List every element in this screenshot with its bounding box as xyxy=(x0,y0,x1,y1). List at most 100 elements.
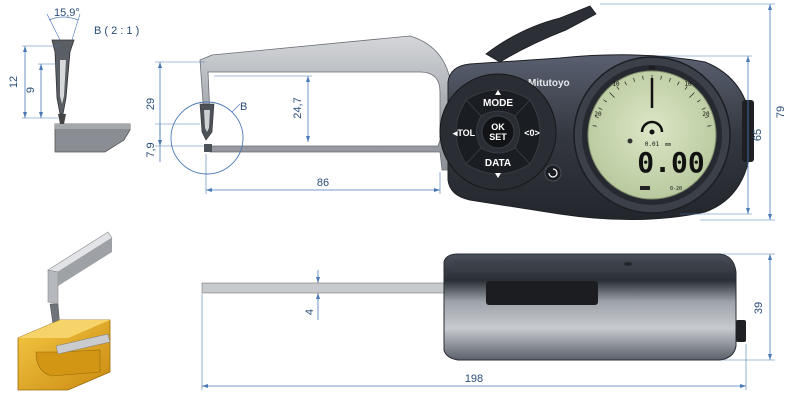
arrow-39-bottom xyxy=(768,354,772,360)
down-arrow-icon xyxy=(495,173,501,178)
dial-tick xyxy=(697,99,701,103)
dim-7-9-label: 7,9 xyxy=(145,142,157,157)
arrow-86-right xyxy=(434,188,440,192)
arrow-12-top xyxy=(23,46,27,52)
arrow-24-7-bottom xyxy=(306,136,310,142)
arrow-12-bottom xyxy=(23,112,27,118)
usage-illustration xyxy=(17,231,113,391)
dial-tick xyxy=(642,75,644,80)
dial-tick xyxy=(707,125,712,127)
angle-arc xyxy=(48,16,79,21)
angle-line-left xyxy=(46,13,61,41)
front-view: Mitutoyo MODE ◂TOL <0> DATA OK SET 00 10… xyxy=(145,3,787,221)
data-button[interactable] xyxy=(465,147,531,175)
dial-tick xyxy=(660,75,662,80)
dial-tick xyxy=(684,86,688,90)
arrow-198-right xyxy=(740,384,746,388)
scale-right-label: 10 xyxy=(684,81,692,88)
battery-icon xyxy=(640,186,650,190)
zero-button-label: <0> xyxy=(524,128,540,138)
dial-tick xyxy=(633,77,636,82)
reset-icon xyxy=(548,168,558,178)
arrow-65-top xyxy=(746,56,750,62)
scale-right2-label: 20 xyxy=(702,111,710,118)
side-arm xyxy=(201,282,463,294)
dial-tick xyxy=(603,99,607,103)
arrow-24-7-top xyxy=(306,76,310,82)
dim-9-label: 9 xyxy=(25,87,37,93)
detail-base-top xyxy=(55,124,130,129)
side-knob-profile xyxy=(736,320,746,342)
dim-4-label: 4 xyxy=(304,309,316,315)
dim-12-label: 12 xyxy=(8,76,20,88)
scale-left-label: 10 xyxy=(612,81,620,88)
lcd-reading: 0.00 xyxy=(637,146,704,179)
arrow-65-bottom xyxy=(746,208,750,214)
dim-39-label: 39 xyxy=(753,302,765,314)
detail-circle-label: B xyxy=(240,101,247,113)
arrow-39-top xyxy=(768,254,772,260)
up-arrow-icon xyxy=(495,90,501,95)
resolution-label: 0.01 xyxy=(645,141,660,148)
arrow-86-left xyxy=(206,188,212,192)
angle-label: 15,9° xyxy=(54,7,80,19)
dial-tick xyxy=(677,81,680,86)
scale-left2-label: 20 xyxy=(594,111,602,118)
angle-line-right xyxy=(71,13,81,41)
illus-groove xyxy=(35,349,101,377)
dial-tick xyxy=(624,81,627,86)
arrow-79-top xyxy=(768,4,772,10)
dim-24-7-label: 24,7 xyxy=(292,97,304,118)
reset-button[interactable] xyxy=(544,164,562,182)
tol-button-label: ◂TOL xyxy=(452,128,476,138)
dial-tick xyxy=(594,116,599,119)
side-lever xyxy=(486,281,598,305)
data-button-label: DATA xyxy=(485,158,511,169)
dim-198-label: 198 xyxy=(465,373,483,385)
dim-86-label: 86 xyxy=(317,177,329,189)
dial-tick xyxy=(689,92,695,98)
arrow-4-bottom xyxy=(316,293,320,299)
dial-tick xyxy=(609,92,615,98)
dim-65-label: 65 xyxy=(752,129,764,141)
tolerance-arc-icon xyxy=(640,120,664,133)
arrow-29-top xyxy=(158,62,162,68)
detail-jaw-highlight xyxy=(60,60,66,104)
ok-label: OK xyxy=(491,122,505,132)
arrow-79-bottom xyxy=(768,214,772,220)
release-lever xyxy=(485,5,597,63)
pointer-hub xyxy=(649,129,655,135)
dim-79-label: 79 xyxy=(775,106,787,118)
dial-tick xyxy=(598,107,603,110)
ok-set-button[interactable] xyxy=(481,115,515,149)
lower-jaw-tip xyxy=(204,144,212,152)
unit-label: mm xyxy=(665,142,671,148)
detail-title: B ( 2 : 1 ) xyxy=(94,25,139,37)
detail-circle xyxy=(170,101,244,175)
arrow-198-left xyxy=(202,384,208,388)
detail-leader xyxy=(231,103,241,113)
caliper-arm xyxy=(199,35,453,171)
illus-arm-side xyxy=(47,269,59,305)
arrow-9-top xyxy=(39,64,43,70)
arrow-4-top xyxy=(316,277,320,283)
dial-tick xyxy=(592,125,597,127)
detail-b-view: 15,9° B ( 2 : 1 ) 12 9 xyxy=(8,7,139,153)
dial-tick xyxy=(701,107,706,110)
scale-top-label: 00 xyxy=(648,65,656,72)
illus-workpiece-top xyxy=(18,320,110,338)
side-screw xyxy=(624,262,632,266)
range-label: 0-20 xyxy=(670,186,682,192)
lcd-display xyxy=(587,70,717,200)
side-top-face xyxy=(454,260,728,272)
dial-tick xyxy=(616,86,620,90)
detail-tip xyxy=(58,114,66,124)
dim-29-label: 29 xyxy=(145,98,157,110)
illus-arm-face xyxy=(58,238,112,286)
dial-tick xyxy=(705,116,710,119)
side-view: 4 39 198 xyxy=(201,253,775,390)
dial-tick xyxy=(668,77,671,82)
mode-button-label: MODE xyxy=(483,98,513,109)
illus-lower-jaw xyxy=(55,333,111,355)
